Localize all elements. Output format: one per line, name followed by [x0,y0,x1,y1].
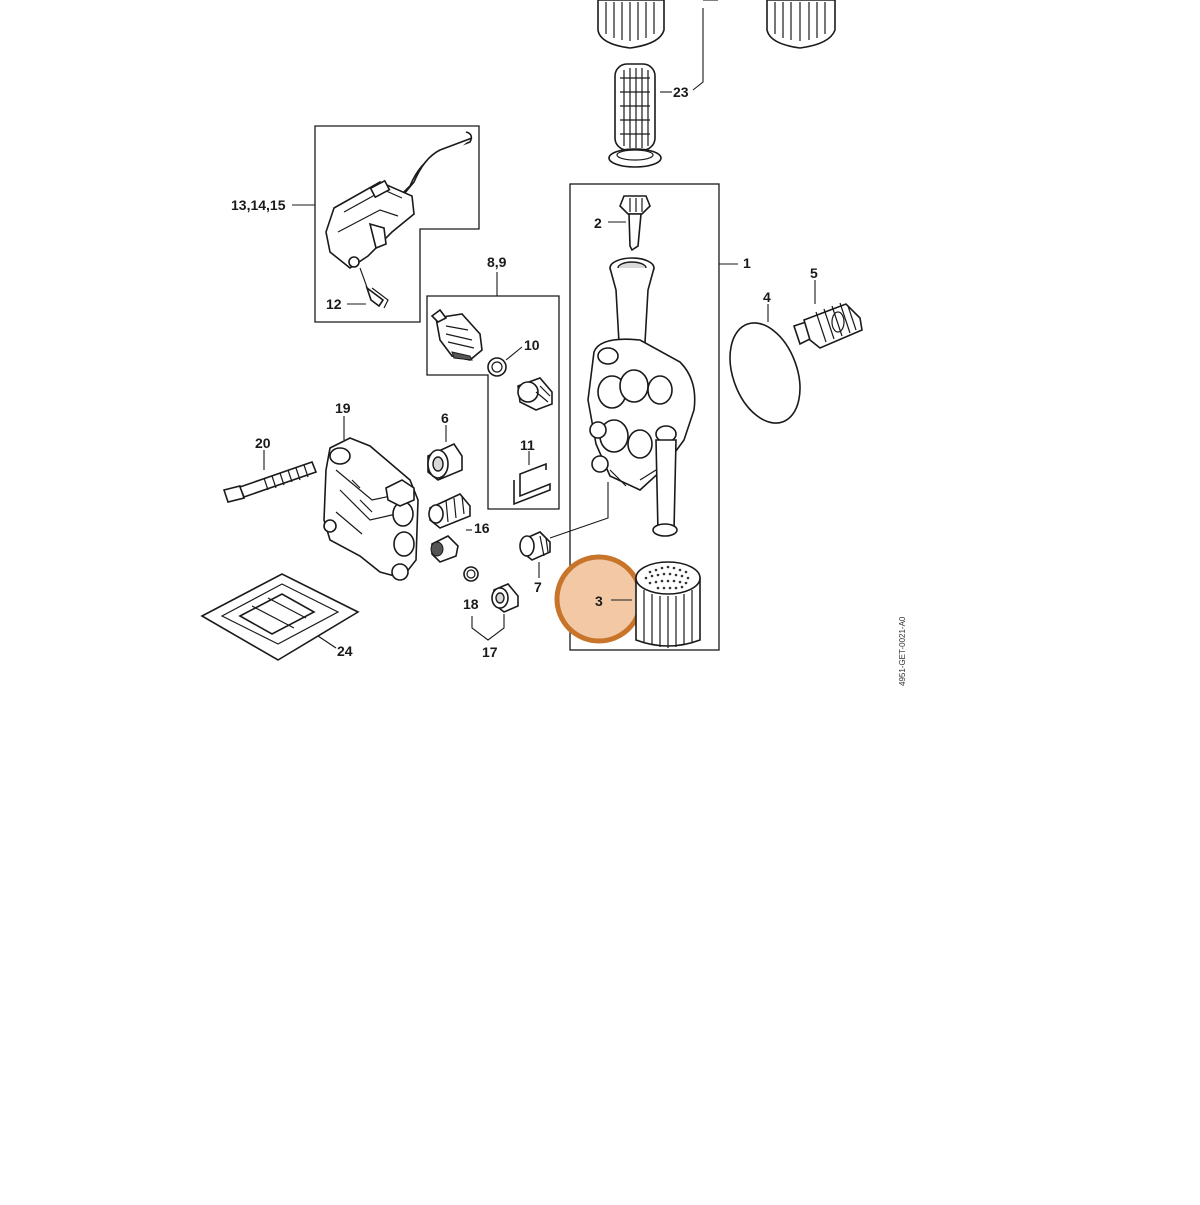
part-6-seal[interactable] [427,442,463,481]
part-18-oring[interactable] [463,566,479,582]
part-3-filter[interactable] [635,561,701,648]
group-box-13-15 [314,125,480,323]
part-4-large-oring[interactable] [717,313,813,433]
label-18: 18 [463,596,479,612]
leader-10 [505,346,523,361]
label-6: 6 [441,410,449,426]
part-20-bolt[interactable] [222,460,318,503]
part-21-caps[interactable] [597,0,836,49]
label-10: 10 [524,337,540,353]
part-9-plug[interactable] [517,377,553,411]
part-19-pump-head[interactable] [323,437,419,581]
label-19: 19 [335,400,351,416]
label-2: 2 [594,215,602,231]
label-8-9: 8,9 [487,254,507,270]
label-17: 17 [482,644,498,660]
part-7-plug[interactable] [519,531,551,561]
label-23: 23 [673,84,689,100]
part-16-valves[interactable] [428,493,471,563]
leader-24 [317,635,337,649]
group-box-8-9 [426,295,560,510]
label-20: 20 [255,435,271,451]
part-17-cap[interactable] [491,583,519,613]
part-13-15-switch-assembly[interactable] [325,131,473,269]
label-16: 16 [474,520,490,536]
part-1-housing[interactable] [587,257,696,537]
part-10-oring[interactable] [487,357,507,377]
part-24-gasket-sheet[interactable] [200,573,360,661]
part-23-strainer[interactable] [608,63,662,168]
part-8-9-valve[interactable] [430,308,483,361]
label-24: 24 [337,643,353,659]
part-12-clip[interactable] [365,285,389,309]
label-5: 5 [810,265,818,281]
leader-21-23 [692,8,704,91]
document-id: 4951-GET-0021-A0 [898,616,907,686]
label-11: 11 [520,437,535,453]
label-3: 3 [595,593,603,609]
part-11-clip[interactable] [513,462,551,506]
label-7: 7 [534,579,542,595]
leader-12-up [359,267,369,291]
group-box-1 [569,183,720,651]
label-21: 21 [718,0,734,2]
label-12: 12 [326,296,342,312]
leader-17 [471,614,505,641]
label-4: 4 [763,289,771,305]
label-13-15: 13,14,15 [231,197,286,213]
leader-7-up [549,482,609,539]
label-1: 1 [743,255,751,271]
part-5-spring-valve[interactable] [792,302,863,349]
part-2-valve-pin[interactable] [619,195,651,252]
